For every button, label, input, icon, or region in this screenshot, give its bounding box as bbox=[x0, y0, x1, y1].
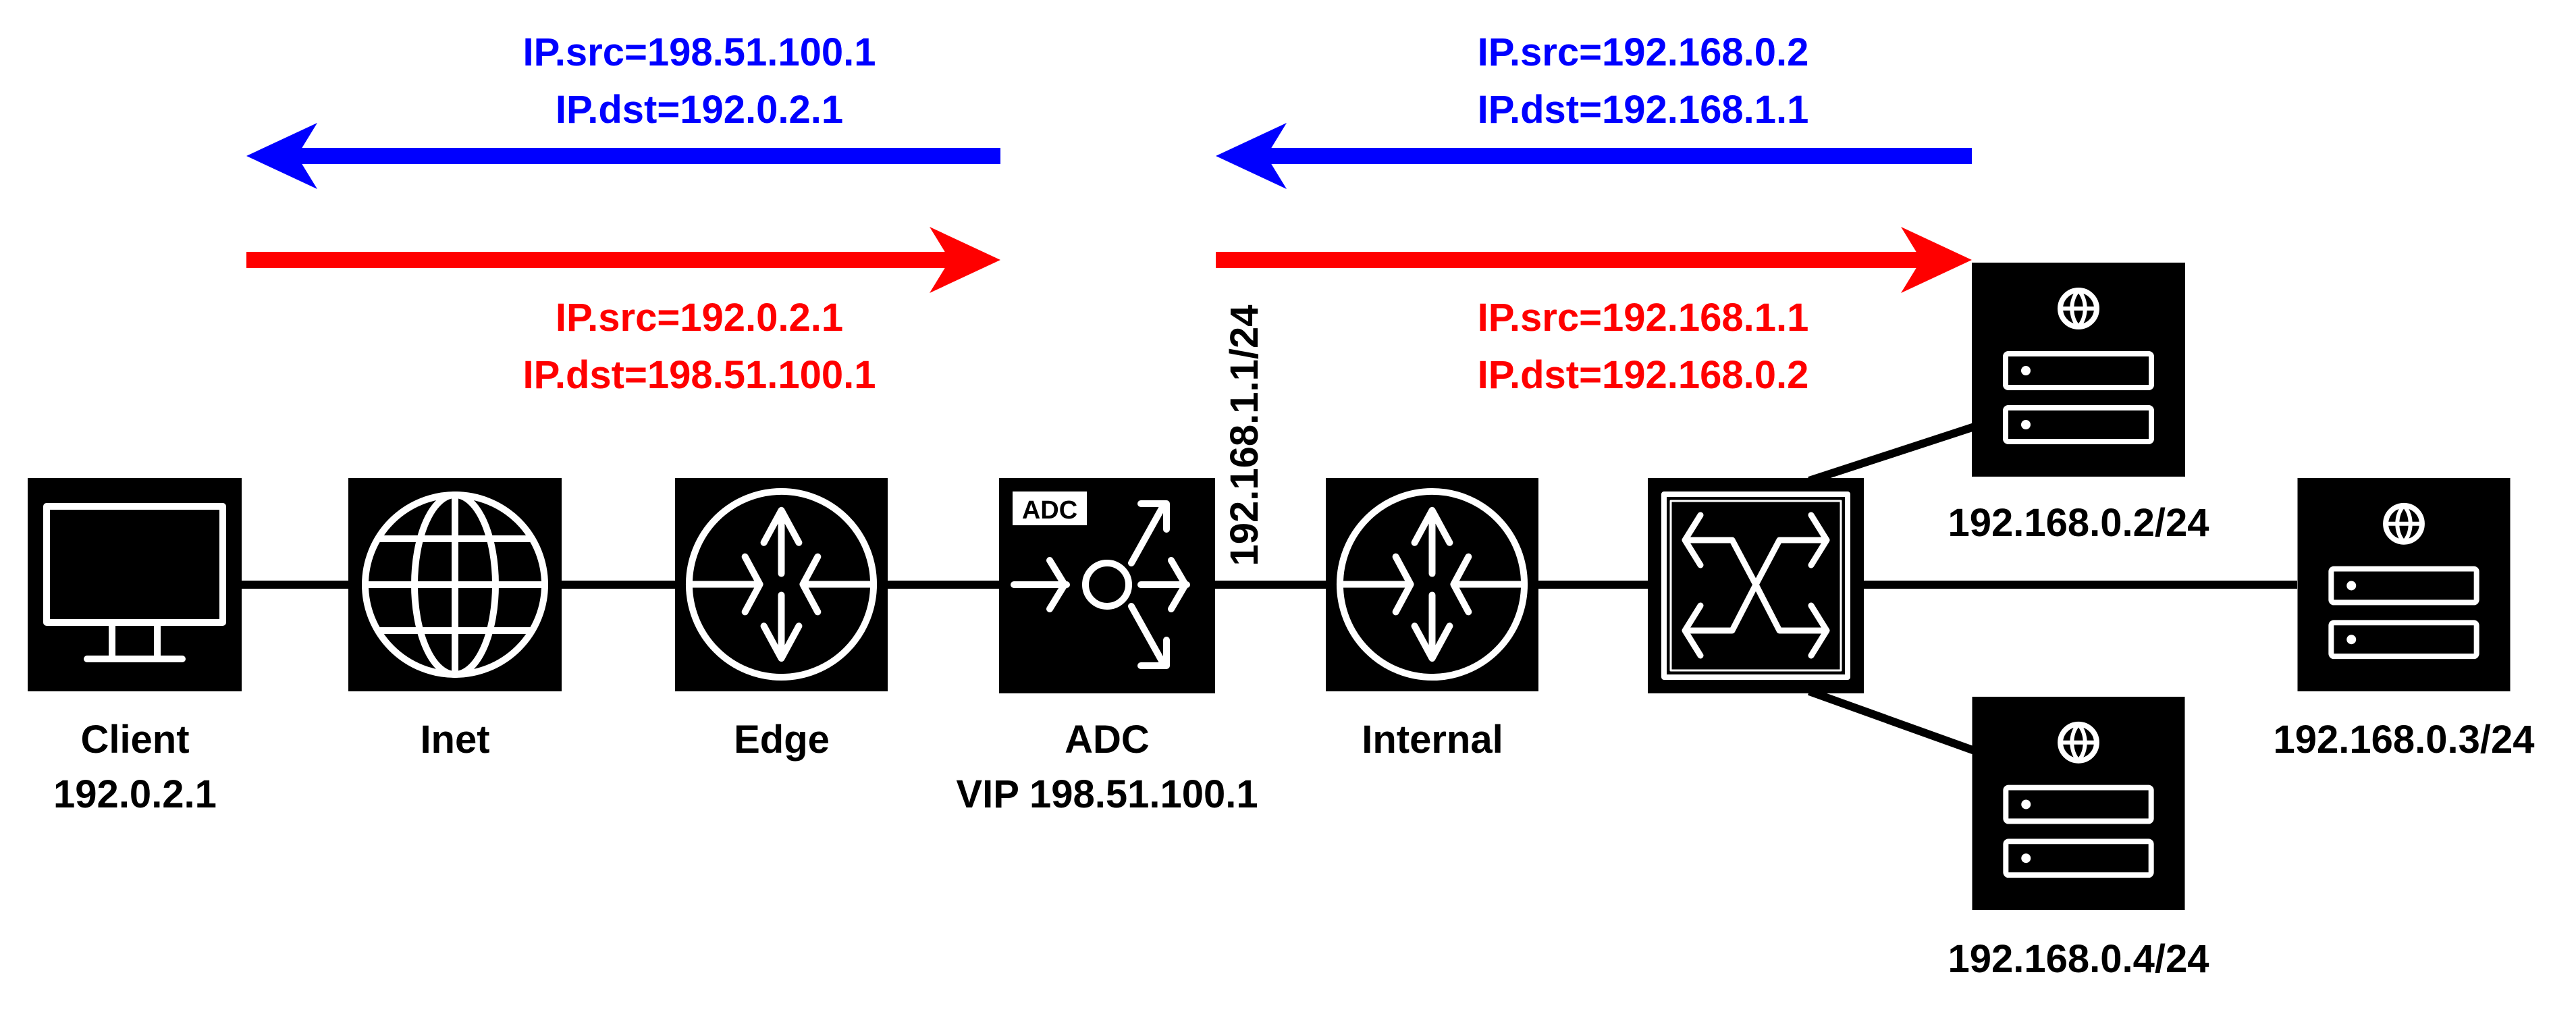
outside-request-dst: IP.dst=198.51.100.1 bbox=[523, 353, 876, 397]
inside-request-dst: IP.dst=192.168.0.2 bbox=[1478, 353, 1809, 397]
server-node-1[interactable] bbox=[1972, 263, 2185, 477]
web-server-icon bbox=[2297, 478, 2510, 691]
network-link bbox=[1808, 423, 1976, 485]
adc-label: ADC bbox=[1065, 718, 1150, 762]
server-2-ip: 192.168.0.3/24 bbox=[2273, 718, 2534, 762]
inet-label: Inet bbox=[420, 718, 489, 762]
web-server-icon bbox=[1972, 263, 2185, 477]
router-icon bbox=[1326, 478, 1538, 691]
switch-node[interactable] bbox=[1648, 478, 1864, 693]
client-label: Client bbox=[80, 718, 189, 762]
client-ip: 192.0.2.1 bbox=[53, 772, 217, 816]
outside-response-arrow bbox=[246, 123, 1000, 189]
load-balancer-icon bbox=[1011, 500, 1190, 669]
server-3-ip: 192.168.0.4/24 bbox=[1948, 937, 2209, 981]
network-link bbox=[1807, 687, 1977, 755]
server-node-2[interactable] bbox=[2297, 478, 2510, 691]
web-server-icon bbox=[1972, 697, 2184, 910]
internal-label: Internal bbox=[1362, 718, 1503, 762]
inside-request-src: IP.src=192.168.1.1 bbox=[1478, 296, 1809, 340]
adc-node[interactable]: ADC bbox=[999, 478, 1215, 693]
outside-request-src: IP.src=192.0.2.1 bbox=[556, 296, 843, 340]
server-node-3[interactable] bbox=[1972, 697, 2184, 910]
switch-icon bbox=[1661, 491, 1850, 680]
internal-node[interactable] bbox=[1326, 478, 1538, 691]
outside-response-dst: IP.dst=192.0.2.1 bbox=[556, 88, 843, 132]
inside-response-src: IP.src=192.168.0.2 bbox=[1478, 30, 1809, 74]
router-icon bbox=[675, 478, 888, 691]
globe-icon bbox=[362, 491, 548, 678]
adc-vip: VIP 198.51.100.1 bbox=[956, 772, 1258, 816]
adc-badge: ADC bbox=[1022, 496, 1077, 525]
inside-request-arrow bbox=[1216, 227, 1972, 293]
outside-response-src: IP.src=198.51.100.1 bbox=[522, 30, 876, 74]
adc-inside-ip: 192.168.1.1/24 bbox=[1223, 304, 1266, 566]
edge-node[interactable] bbox=[675, 478, 888, 691]
monitor-icon bbox=[43, 503, 226, 662]
inside-response-arrow bbox=[1216, 123, 1972, 189]
inet-node[interactable] bbox=[348, 478, 562, 691]
inside-response-dst: IP.dst=192.168.1.1 bbox=[1478, 88, 1809, 132]
edge-label: Edge bbox=[734, 718, 830, 762]
client-node[interactable] bbox=[28, 478, 242, 691]
server-1-ip: 192.168.0.2/24 bbox=[1948, 501, 2209, 545]
outside-request-arrow bbox=[246, 227, 1000, 293]
